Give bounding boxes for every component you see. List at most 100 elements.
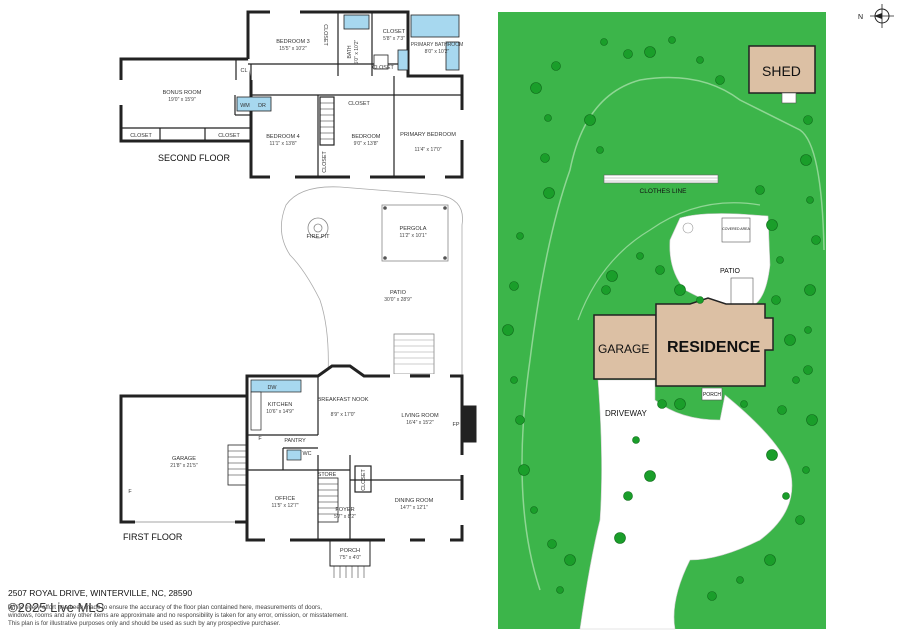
north-label: N [858,14,863,21]
tree-icon [518,464,530,476]
tree-icon [803,365,813,375]
tree-icon [740,400,748,408]
tree-icon [764,554,776,566]
closet-label-bedroom: CLOSET [348,101,370,107]
covered-area-label: COVERED AREA [722,227,750,231]
tree-icon [674,398,686,410]
tree-icon [771,295,781,305]
tree-icon [784,334,796,346]
tree-icon [715,75,725,85]
tree-icon [804,284,816,296]
f-label-kitchen: F [258,436,262,442]
north-arrow-icon: N [858,4,894,28]
second-floor-title: SECOND FLOOR [158,153,231,163]
room-dims-bonus: 19'0" x 15'9" [168,97,196,103]
tree-icon [644,470,656,482]
f-label-garage: F [128,489,132,495]
tree-icon [614,532,626,544]
garage-building [593,314,657,380]
tree-icon [530,82,542,94]
second-floor-plan [119,10,464,179]
tree-icon [782,492,790,500]
disclaimer-line-2: windows, rooms and any other items are a… [8,612,349,620]
tree-icon [657,399,667,409]
tree-icon [632,436,640,444]
tree-icon [806,414,818,426]
room-dims-primary-bedroom: 11'4" x 17'0" [414,147,441,153]
room-label-patio: PATIO [390,290,407,296]
room-label-bonus: BONUS ROOM [163,90,202,96]
room-label-bath: BATH [347,45,353,58]
store-label: STORE [318,472,337,478]
room-label-primary-bath: PRIMARY BATHROOM [411,42,464,48]
second-floor-labels: BEDROOM 3 15'5" x 10'2" BONUS ROOM 19'0"… [130,24,463,173]
room-dims-primary-bath: 8'0" x 10'2" [425,49,450,55]
tree-icon [766,449,778,461]
tree-icon [623,491,633,501]
tree-icon [564,554,576,566]
room-label-foyer: FOYER [335,507,354,513]
room-dims-garage: 21'8" x 21'5" [170,463,198,469]
tree-icon [674,284,686,296]
closet-label-b3: CLOSET [322,24,328,46]
room-dims-bedroom3: 15'5" x 10'2" [279,46,307,52]
tree-icon [707,591,717,601]
tree-icon [644,46,656,58]
tree-icon [696,56,704,64]
room-dims-bedroom4: 11'1" x 13'8" [269,141,296,147]
tree-icon [544,114,552,122]
tree-icon [766,219,778,231]
room-label-dining: DINING ROOM [395,498,434,504]
site-plan [498,12,826,630]
clothes-line-label: CLOTHES LINE [640,188,688,195]
tree-icon [551,61,561,71]
tree-icon [777,405,787,415]
tree-icon [623,49,633,59]
garage-label: GARAGE [598,342,649,356]
fire-pit-label: FIRE PIT [307,234,331,240]
tree-icon [792,376,800,384]
tree-icon [803,115,813,125]
tree-icon [606,270,618,282]
tree-icon [806,196,814,204]
room-dims-bedroom: 9'0" x 13'8" [354,141,379,147]
room-label-bedroom4: BEDROOM 4 [266,134,300,140]
closet-label-bonus-left: CLOSET [130,133,152,139]
tree-icon [601,285,611,295]
closet-label-bonus-right: CLOSET [218,133,240,139]
room-dims-pergola: 11'2" x 10'1" [399,233,426,239]
porch-label: PORCH [703,392,721,398]
residence-building [655,297,774,387]
tree-icon [584,114,596,126]
tree-icon [655,265,665,275]
tree-icon [509,281,519,291]
closet-label-foyer: CLOSET [361,469,367,491]
room-label-closet: CLOSET [383,29,406,35]
first-floor-title: FIRST FLOOR [123,532,183,542]
room-dims-porch: 7'5" x 4'0" [339,555,361,561]
tree-icon [668,36,676,44]
disclaimer-line-3: This plan is for illustrative purposes o… [8,620,281,628]
room-label-office: OFFICE [275,496,296,502]
first-floor-plan [119,186,477,578]
room-label-bedroom: BEDROOM [352,134,381,140]
room-dims-breakfast-nook: 8'9" x 17'0" [331,412,356,418]
closet-label-stair: CLOSET [322,151,328,173]
tree-icon [776,256,784,264]
room-dims-living: 16'4" x 15'2" [406,420,434,426]
tree-icon [804,326,812,334]
room-label-kitchen: KITCHEN [268,402,293,408]
tree-icon [543,187,555,199]
pantry-label: PANTRY [284,438,306,444]
trees-layer [502,36,821,601]
tree-icon [696,296,704,304]
tree-icon [600,38,608,46]
driveway-label: DRIVEWAY [605,409,647,418]
tree-icon [795,515,805,525]
tree-icon [502,324,514,336]
room-dims-patio: 30'0" x 28'9" [384,297,412,303]
tree-icon [530,506,538,514]
disclaimer-line-1: While every effort has been made to ensu… [8,604,322,611]
tree-icon [811,235,821,245]
room-dims-office: 11'5" x 12'7" [271,503,298,509]
